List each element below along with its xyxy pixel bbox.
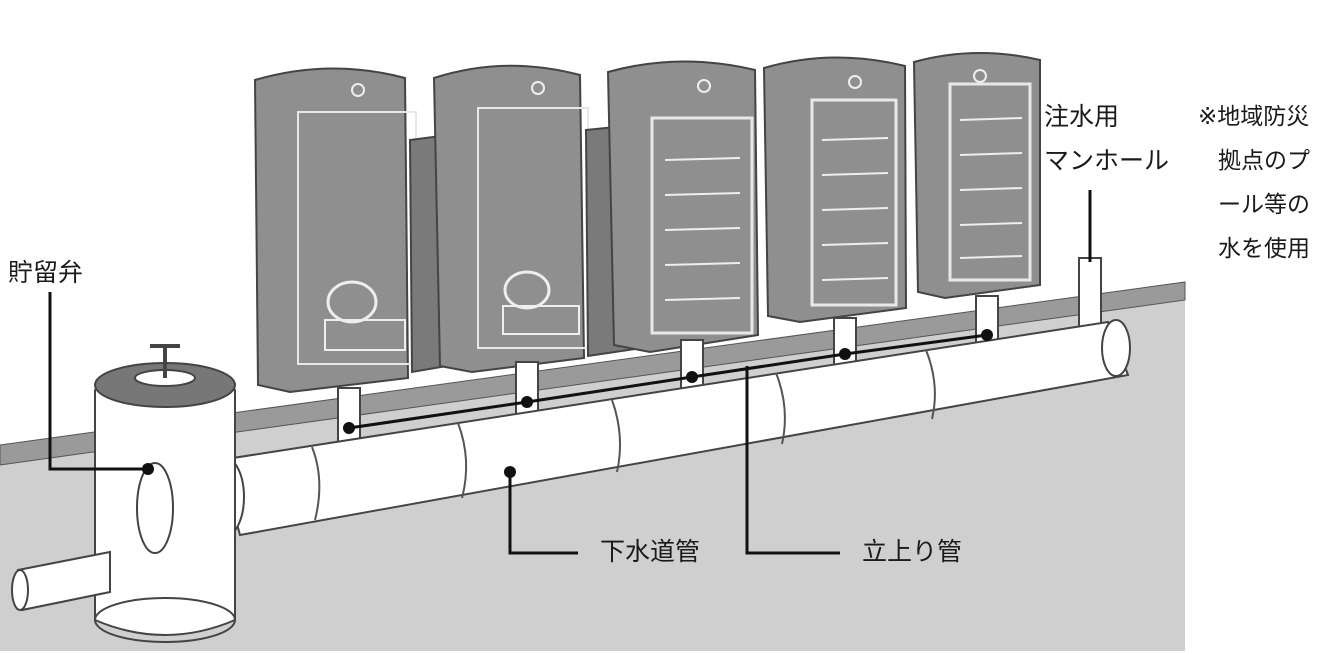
ground-curb: [0, 281, 1186, 466]
toilet-booth: [762, 56, 908, 324]
disaster-note-line: 水を使用: [1218, 236, 1310, 262]
storage-valve-leader-line: [48, 292, 148, 471]
disaster-note-line: 拠点のプ: [1218, 148, 1310, 174]
riser-dot: [839, 348, 851, 360]
riser-pipe-label: 立上り管: [862, 537, 963, 566]
disaster-note-line: ール等の: [1218, 192, 1310, 218]
storage-valve-label: 貯留弁: [8, 258, 84, 287]
riser-dot: [686, 371, 698, 383]
disaster-note-line: ※地域防災: [1198, 104, 1310, 130]
outlet-pipe: [11, 550, 111, 612]
riser-dot: [343, 422, 355, 434]
sewer-pipe-leader-line: [508, 472, 578, 555]
injection-manhole-label-line2: マンホール: [1044, 146, 1170, 175]
toilet-booth: [912, 52, 1041, 300]
storage-valve-dot: [142, 463, 154, 475]
injection-manhole-label-line1: 注水用: [1044, 102, 1120, 131]
storage-valve-chamber: [94, 344, 236, 643]
riser-dot: [521, 396, 533, 408]
riser-dot: [981, 329, 993, 341]
sewer-pipe-label: 下水道管: [600, 537, 701, 566]
toilet-booth: [432, 64, 647, 374]
riser-leader-line: [745, 366, 840, 555]
toilet-booth: [606, 60, 760, 354]
